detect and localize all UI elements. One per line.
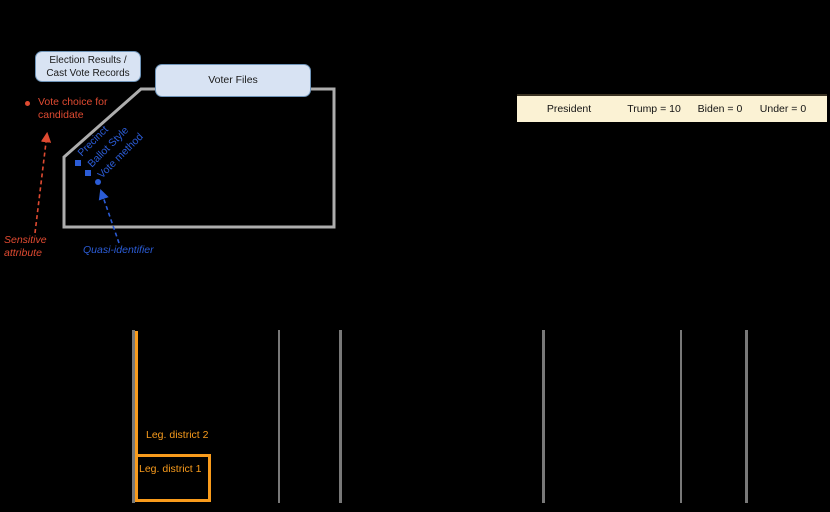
blue-square-bullet-icon (85, 170, 91, 176)
sensitive-attribute-item: Vote choice for candidate (38, 96, 108, 121)
results-table-trump-count: Trump = 10 (627, 103, 681, 115)
blue-square-bullet-icon (75, 160, 81, 166)
district-1-highlight-box (135, 454, 211, 502)
axis-line (132, 330, 135, 503)
axis-line (278, 330, 280, 503)
election-results-box: Election Results / Cast Vote Records (35, 51, 141, 82)
sensitive-attribute-arrow (34, 131, 52, 234)
quasi-identifier-arrow (98, 189, 120, 244)
results-table-under-count: Under = 0 (759, 103, 807, 115)
voter-files-box: Voter Files (155, 64, 311, 97)
district-1-label: Leg. district 1 (139, 463, 202, 475)
results-table: President Trump = 10 Biden = 0 Under = 0 (517, 94, 827, 122)
district-2-highlight-line (135, 331, 138, 457)
results-table-biden-count: Biden = 0 (697, 103, 743, 115)
sensitive-attribute-label: Sensitive attribute (4, 234, 47, 259)
axis-line (745, 330, 748, 503)
blue-round-bullet-icon (95, 179, 101, 185)
red-bullet-icon (25, 101, 30, 106)
axis-line (339, 330, 342, 503)
axis-line (542, 330, 545, 503)
axis-line (680, 330, 682, 503)
quasi-identifier-label: Quasi-identifier (83, 244, 154, 256)
results-table-contest: President (546, 103, 592, 115)
district-2-label: Leg. district 2 (146, 429, 209, 441)
